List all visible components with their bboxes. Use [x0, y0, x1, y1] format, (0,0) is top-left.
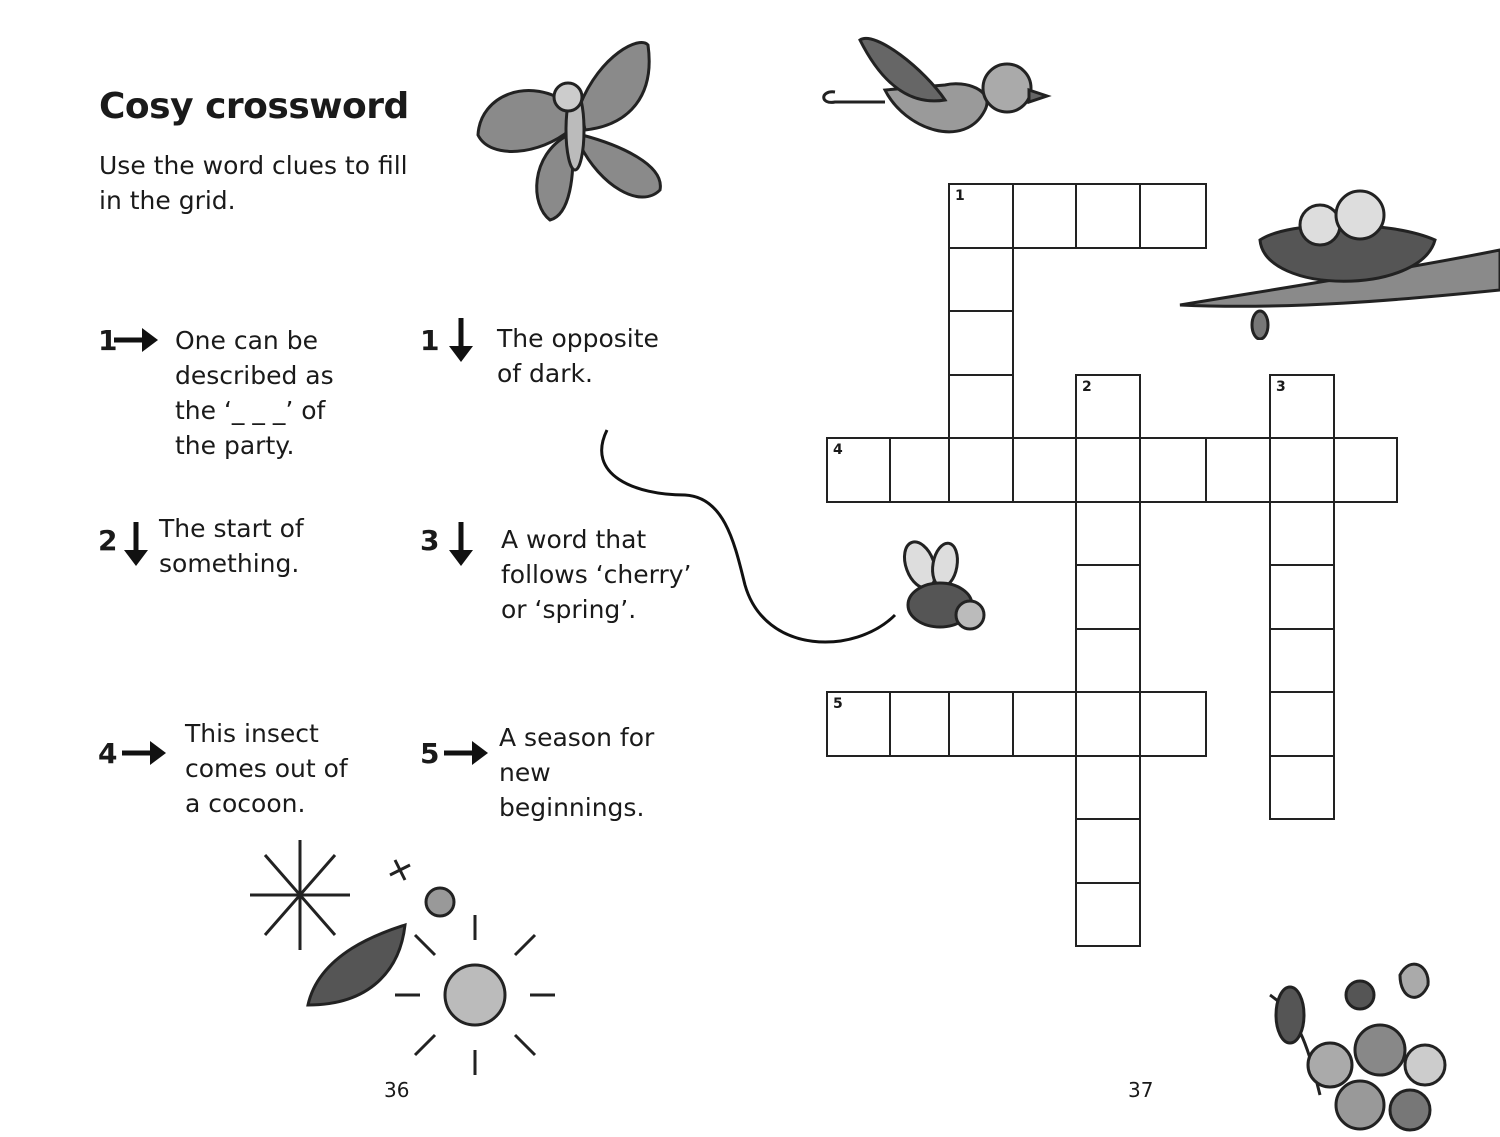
clue-number: 5	[420, 737, 440, 770]
grid-cell[interactable]	[1075, 183, 1141, 249]
grid-cell[interactable]	[1139, 183, 1207, 249]
grid-cell[interactable]	[1333, 437, 1398, 503]
grid-cell[interactable]	[1139, 691, 1207, 757]
grid-cell[interactable]	[1269, 691, 1335, 757]
clue-5-across: A season for new beginnings.	[499, 723, 655, 822]
grid-cell[interactable]	[1139, 437, 1207, 503]
grid-cell[interactable]	[1075, 627, 1141, 693]
clue-1-across: One can be described as the ‘_ _ _’ of t…	[175, 326, 334, 460]
grid-cell[interactable]: 5	[826, 691, 891, 757]
grid-cell-number: 1	[955, 188, 965, 204]
grid-cell[interactable]: 2	[1075, 373, 1141, 439]
clue-number: 1	[420, 324, 440, 357]
grid-cell[interactable]	[1075, 500, 1141, 566]
grid-cell-number: 5	[833, 696, 843, 712]
grid-cell[interactable]	[1012, 183, 1077, 249]
grid-cell[interactable]: 3	[1269, 373, 1335, 439]
page-number-right: 37	[1128, 1078, 1154, 1102]
grid-cell[interactable]: 4	[826, 437, 891, 503]
flowers-illustration	[1269, 962, 1447, 1132]
grid-cell[interactable]	[1269, 500, 1335, 566]
grid-cell[interactable]	[948, 691, 1014, 757]
clue-2-down: The start of something.	[159, 514, 304, 578]
grid-cell-number: 3	[1276, 378, 1286, 395]
grid-cell[interactable]	[1075, 691, 1141, 757]
grid-cell[interactable]	[1012, 691, 1077, 757]
page-number-left: 36	[384, 1078, 410, 1102]
grid-cell[interactable]	[889, 691, 950, 757]
grid-cell[interactable]	[948, 310, 1014, 376]
nest-illustration	[1179, 189, 1500, 340]
clue-number: 1	[98, 324, 118, 357]
grid-cell[interactable]	[889, 437, 950, 503]
grid-cell[interactable]	[1012, 437, 1077, 503]
grid-cell[interactable]	[948, 246, 1014, 312]
grid-cell-number: 2	[1082, 378, 1092, 395]
arrow-down-icon	[124, 522, 148, 566]
arrow-right-icon	[114, 328, 158, 352]
instructions: Use the word clues to fill in the grid.	[99, 151, 408, 215]
arrow-right-icon	[444, 741, 488, 765]
grid-cell[interactable]	[948, 437, 1014, 503]
grid-cell[interactable]: 1	[948, 183, 1014, 249]
butterfly-illustration	[476, 41, 662, 222]
page-title: Cosy crossword	[99, 86, 409, 127]
clue-number: 4	[98, 737, 118, 770]
grid-cell[interactable]	[1075, 881, 1141, 947]
bird-illustration	[822, 36, 1052, 134]
grid-cell[interactable]	[1075, 754, 1141, 820]
grid-cell[interactable]	[1269, 437, 1335, 503]
clue-number: 3	[420, 524, 440, 557]
grid-cell[interactable]	[1269, 627, 1335, 693]
grid-cell-number: 4	[833, 442, 843, 458]
arrow-down-icon	[449, 318, 473, 362]
clue-number: 2	[98, 524, 118, 557]
arrow-right-icon	[122, 741, 166, 765]
clue-4-across: This insect comes out of a cocoon.	[185, 719, 348, 818]
clue-3-down: A word that follows ‘cherry’ or ‘spring’…	[501, 525, 692, 624]
clue-1-down: The opposite of dark.	[497, 324, 659, 388]
grid-cell[interactable]	[1269, 754, 1335, 820]
seasons-illustration	[250, 840, 555, 1075]
grid-cell[interactable]	[1075, 437, 1141, 503]
grid-cell[interactable]	[1205, 437, 1271, 503]
bee-flight-path-illustration	[600, 429, 986, 644]
grid-cell[interactable]	[1269, 564, 1335, 630]
grid-cell[interactable]	[948, 373, 1014, 439]
grid-cell[interactable]	[1075, 564, 1141, 630]
grid-cell[interactable]	[1075, 818, 1141, 884]
arrow-down-icon	[449, 522, 473, 566]
